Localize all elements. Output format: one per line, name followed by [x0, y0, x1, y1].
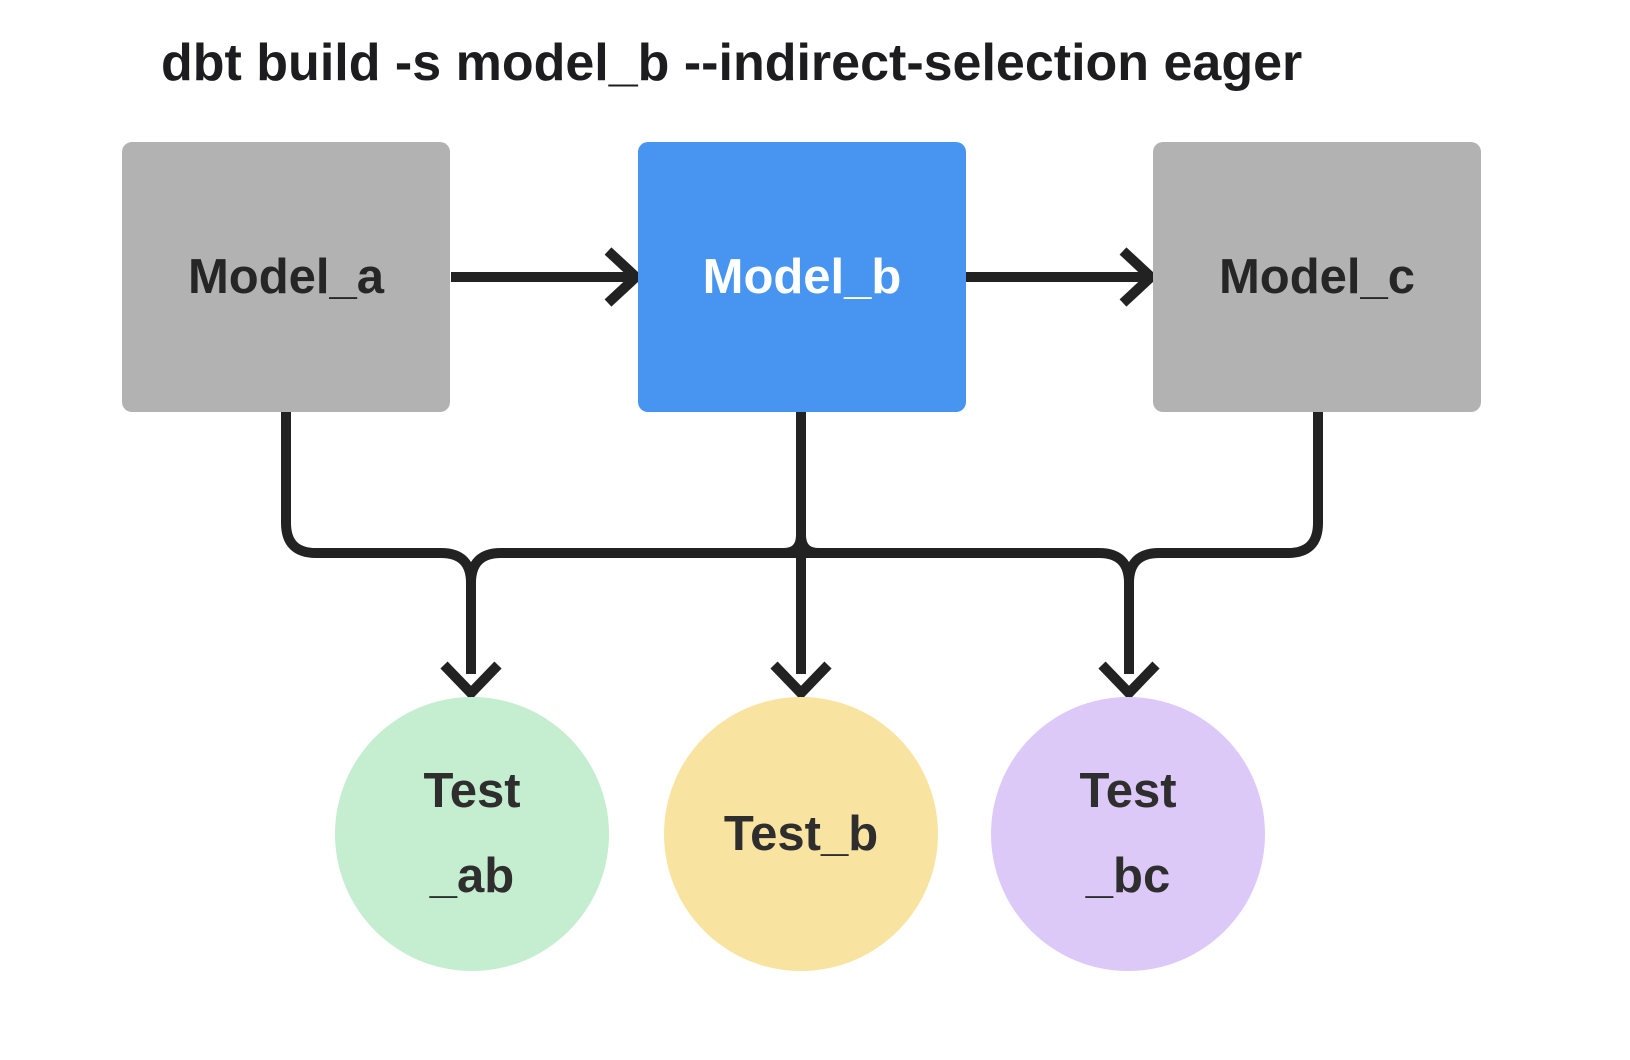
node-test-ab-label-line1: Test	[423, 764, 521, 818]
arrowhead-model-a-to-model-b	[604, 247, 644, 307]
command-title: dbt build -s model_b --indirect-selectio…	[161, 34, 1303, 92]
edge-fillet-bus-right	[796, 534, 820, 558]
arrowhead-model-b-to-model-c	[1119, 247, 1159, 307]
node-test-bc: Test _bc	[991, 697, 1265, 971]
arrowhead-test-ab	[440, 661, 502, 701]
node-model-a-label: Model_a	[187, 250, 385, 304]
edge-model-a-to-test-ab	[281, 412, 476, 674]
node-model-b-label: Model_b	[702, 250, 902, 304]
node-test-ab-label-line2: _ab	[429, 849, 515, 903]
edge-model-c-to-test-bc	[1124, 412, 1323, 674]
node-test-b-label-line1: Test_b	[723, 806, 879, 861]
node-test-ab: Test _ab	[335, 697, 609, 971]
arrowhead-test-bc	[1098, 661, 1160, 701]
node-model-b: Model_b	[638, 142, 966, 412]
node-test-b: Test_b	[664, 697, 938, 971]
node-model-c: Model_c	[1153, 142, 1481, 412]
node-model-c-label: Model_c	[1218, 250, 1416, 304]
node-model-a: Model_a	[122, 142, 450, 412]
node-test-bc-label-line2: _bc	[1085, 849, 1171, 903]
arrowhead-test-b	[770, 661, 832, 701]
node-test-bc-label-line1: Test	[1079, 764, 1177, 818]
